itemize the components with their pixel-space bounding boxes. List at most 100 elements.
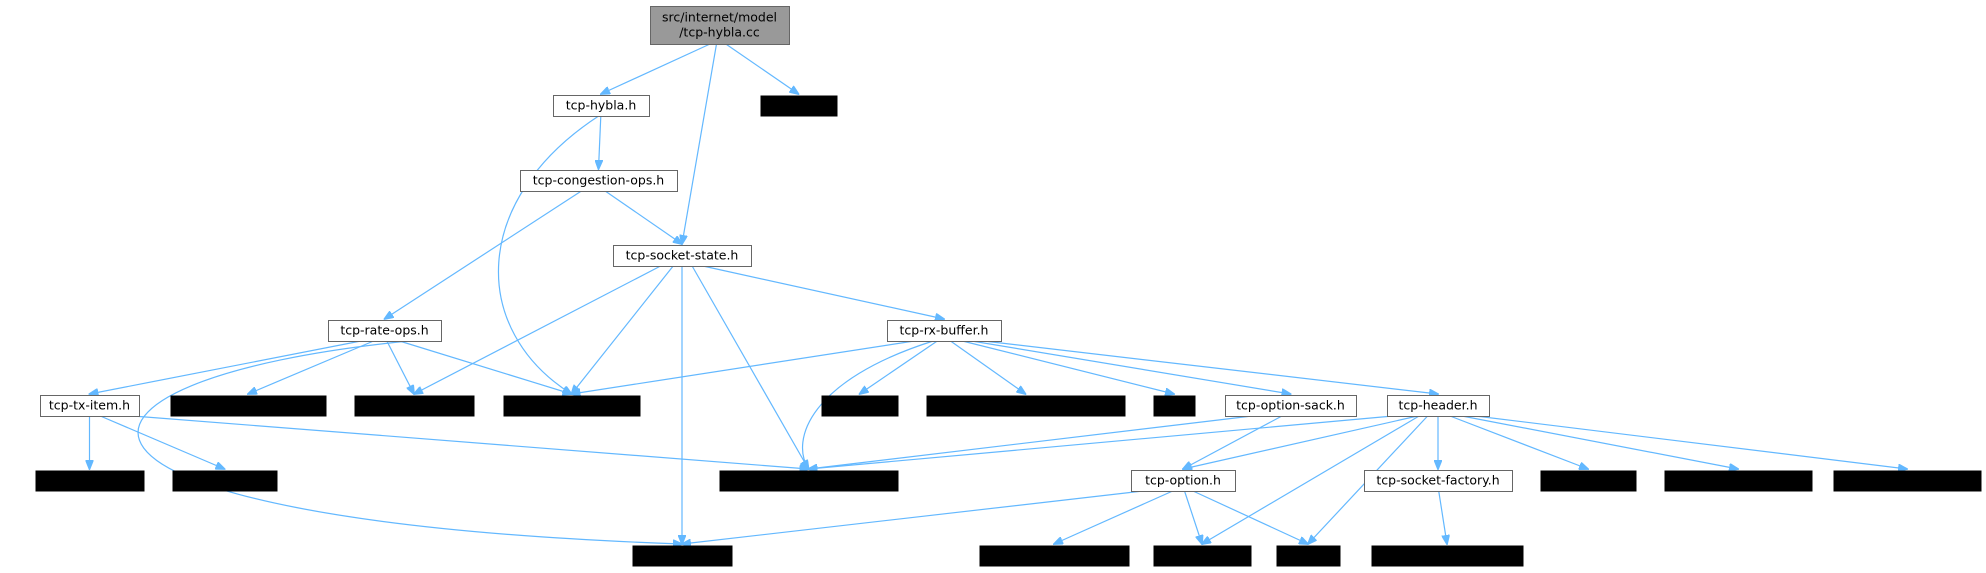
edge-root-to-tcp-socket-state-h [682, 43, 718, 244]
edge-tcp-option-h-to-stdint-h [1192, 490, 1308, 544]
node-ns3-nstime-h[interactable]: ns3/nstime.h [35, 470, 145, 492]
edge-tcp-header-h-to-tcp-option-h [1183, 415, 1418, 469]
edge-tcp-hybla-h-to-tcp-congestion-ops-h [599, 115, 601, 169]
edge-tcp-socket-state-h-to-tcp-rx-buffer-h [702, 265, 944, 319]
node-tcp-socket-state-h[interactable]: tcp-socket-state.h [613, 245, 752, 267]
node-box [40, 395, 140, 417]
node-tcp-header-h[interactable]: tcp-header.h [1387, 395, 1490, 417]
node-label: ns3/log.h [770, 98, 828, 113]
node-ns3-socket-factory-h[interactable]: ns3/socket-factory.h [1371, 545, 1524, 567]
edge-tcp-socket-state-h-to-ns3-data-rate-h [414, 265, 661, 394]
node-box [719, 470, 899, 492]
edge-tcp-header-h-to-ns3-header-h [1449, 415, 1588, 469]
node-ns3-data-rate-h[interactable]: ns3/data-rate.h [354, 395, 475, 417]
node-label: ns3/header.h [1547, 473, 1628, 488]
edge-tcp-rx-buffer-h-to-tcp-option-sack-h [971, 340, 1291, 394]
node-label: tcp-option-sack.h [1236, 398, 1345, 413]
edge-tcp-congestion-ops-h-to-tcp-socket-state-h [604, 190, 682, 244]
node-label: ns3/ipv6-address.h [1848, 473, 1967, 488]
node-tcp-rx-buffer-h[interactable]: tcp-rx-buffer.h [887, 320, 1002, 342]
node-box [1540, 470, 1637, 492]
node-box [1833, 470, 1982, 492]
node-box [172, 470, 278, 492]
node-box [979, 545, 1130, 567]
node-ns3-ipv4-address-h[interactable]: ns3/ipv4-address.h [1664, 470, 1813, 492]
node-label: stdint.h [1284, 548, 1332, 563]
node-label: ns3/traced-callback.h [181, 398, 315, 413]
node-label: map [1160, 398, 1188, 413]
edge-tcp-rx-buffer-h-to-ns3-traced-value-h [572, 340, 915, 394]
node-box [503, 395, 641, 417]
node-tcp-socket-factory-h[interactable]: tcp-socket-factory.h [1364, 470, 1513, 492]
node-box [1364, 470, 1513, 492]
node-ns3-sequence-number-h[interactable]: ns3/sequence-number.h [719, 470, 899, 492]
edge-tcp-socket-factory-h-to-ns3-socket-factory-h [1438, 490, 1447, 544]
node-box [520, 170, 678, 192]
node-ns3-traced-callback-h[interactable]: ns3/traced-callback.h [170, 395, 327, 417]
edges-layer [90, 43, 1908, 544]
node-box [821, 395, 899, 417]
node-ns3-header-h[interactable]: ns3/header.h [1540, 470, 1637, 492]
node-root[interactable]: src/internet/model/tcp-hybla.cc [650, 6, 790, 45]
node-label: tcp-socket-state.h [626, 248, 739, 263]
edge-tcp-option-sack-h-to-tcp-option-h [1183, 415, 1283, 469]
edge-tcp-socket-state-h-to-ns3-sequence-number-h [691, 265, 808, 469]
node-ns3-ptr-h[interactable]: ns3/ptr.h [821, 395, 899, 417]
node-ns3-ipv6-address-h[interactable]: ns3/ipv6-address.h [1833, 470, 1982, 492]
node-box [1387, 395, 1490, 417]
edge-tcp-rate-ops-h-to-ns3-data-rate-h [386, 340, 414, 394]
node-box [887, 320, 1002, 342]
node-label: tcp-rate-ops.h [340, 323, 428, 338]
node-label: ns3/socket-factory.h [1384, 548, 1510, 563]
node-box [1153, 395, 1196, 417]
node-box [1371, 545, 1524, 567]
node-label: ns3/data-rate.h [366, 398, 463, 413]
edge-tcp-rate-ops-h-to-ns3-traced-callback-h [248, 340, 374, 394]
node-box [613, 245, 752, 267]
node-tcp-tx-item-h[interactable]: tcp-tx-item.h [40, 395, 140, 417]
node-ns3-traced-value-h[interactable]: ns3/traced-value.h [503, 395, 641, 417]
node-tcp-option-sack-h[interactable]: tcp-option-sack.h [1225, 395, 1357, 417]
node-ns3-trace-source-accessor-h[interactable]: ns3/trace-source-accessor.h [926, 395, 1126, 417]
edge-tcp-tx-item-h-to-ns3-sequence-number-h [132, 415, 809, 469]
edge-tcp-rate-ops-h-to-ns3-object-h [137, 340, 682, 544]
node-label: ns3/traced-value.h [513, 398, 630, 413]
node-label: ns3/ipv4-address.h [1679, 473, 1798, 488]
edge-tcp-socket-state-h-to-ns3-traced-value-h [572, 265, 674, 394]
edge-tcp-header-h-to-ns3-ipv4-address-h [1461, 415, 1738, 469]
edge-tcp-header-h-to-ns3-sequence-number-h [809, 415, 1394, 469]
edge-tcp-rx-buffer-h-to-tcp-header-h [983, 340, 1438, 394]
node-box [328, 320, 442, 342]
node-tcp-rate-ops-h[interactable]: tcp-rate-ops.h [328, 320, 442, 342]
node-ns3-buffer-h[interactable]: ns3/buffer.h [1153, 545, 1252, 567]
node-tcp-hybla-h[interactable]: tcp-hybla.h [553, 95, 650, 117]
node-box [354, 395, 475, 417]
edge-tcp-header-h-to-ns3-ipv6-address-h [1475, 415, 1907, 469]
node-label: tcp-header.h [1398, 398, 1477, 413]
node-label: src/internet/model [662, 10, 777, 25]
node-ns3-object-h[interactable]: ns3/object.h [632, 545, 733, 567]
node-box [1664, 470, 1813, 492]
edge-tcp-rx-buffer-h-to-ns3-ptr-h [860, 340, 938, 394]
edge-root-to-ns3-log-h [725, 43, 799, 94]
edge-root-to-tcp-hybla-h [601, 43, 711, 94]
edge-tcp-rx-buffer-h-to-ns3-sequence-number-h [803, 340, 934, 469]
node-label: ns3/ptr.h [832, 398, 887, 413]
node-ns3-packet-h[interactable]: ns3/packet.h [172, 470, 278, 492]
node-tcp-congestion-ops-h[interactable]: tcp-congestion-ops.h [520, 170, 678, 192]
edge-tcp-option-sack-h-to-ns3-sequence-number-h [809, 415, 1253, 469]
edge-tcp-hybla-h-to-ns3-traced-value-h [497, 115, 599, 394]
node-box [650, 6, 790, 45]
node-box [1225, 395, 1357, 417]
nodes-layer: src/internet/model/tcp-hybla.cc tcp-hybla… [35, 6, 1982, 567]
node-ns3-object-factory-h[interactable]: ns3/object-factory.h [979, 545, 1130, 567]
node-label: ns3/sequence-number.h [733, 473, 884, 488]
node-ns3-log-h[interactable]: ns3/log.h [760, 95, 838, 117]
node-box [35, 470, 145, 492]
node-map[interactable]: map [1153, 395, 1196, 417]
node-label: tcp-hybla.h [566, 98, 637, 113]
node-box [632, 545, 733, 567]
node-tcp-option-h[interactable]: tcp-option.h [1131, 470, 1236, 492]
node-stdint-h[interactable]: stdint.h [1276, 545, 1341, 567]
